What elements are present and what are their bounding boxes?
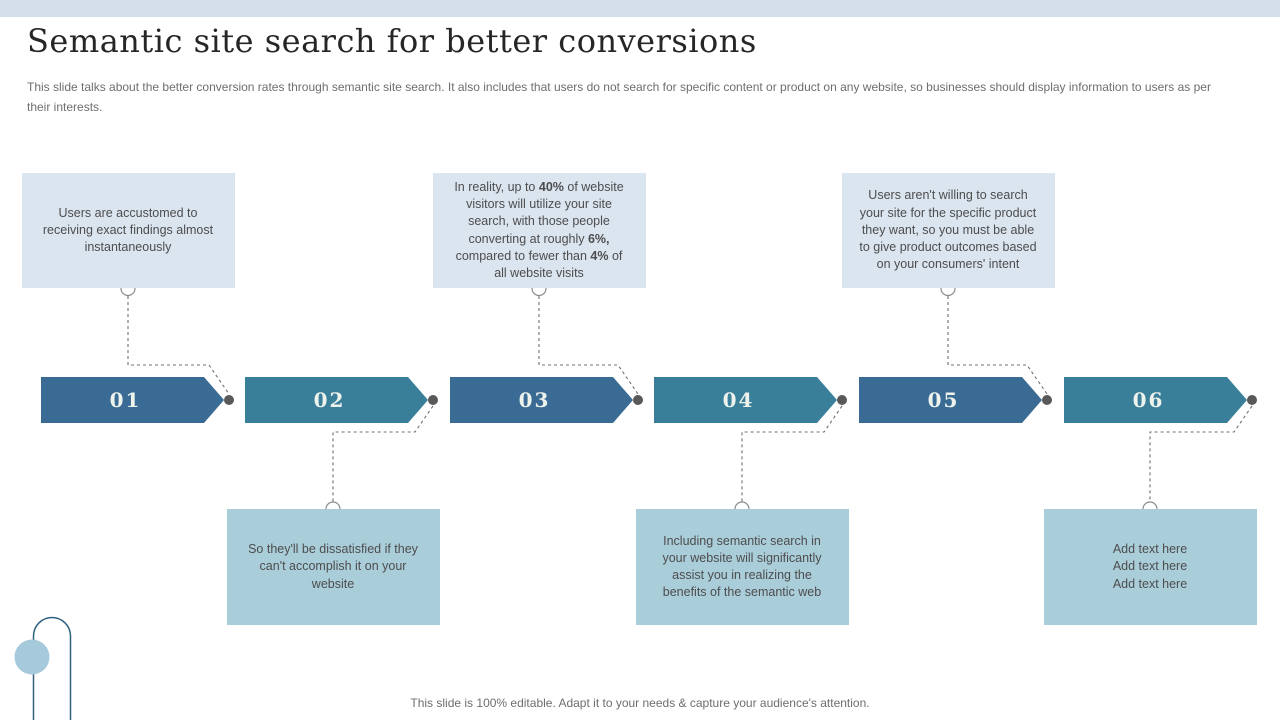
step-note-text: Add text here	[1112, 542, 1188, 557]
step-note-text: In reality, up to 40% of website visitor…	[454, 179, 624, 280]
step-number: 03	[518, 388, 551, 412]
step-note-text: Users aren't willing to search your site…	[859, 188, 1037, 272]
step-arrow-05[interactable]: 05	[859, 377, 1042, 423]
step-note-box-01[interactable]: Users are accustomed to receiving exact …	[21, 173, 235, 288]
step-note-text: So they'll be dissatisfied if they can't…	[248, 542, 418, 591]
step-arrow-02[interactable]: 02	[245, 377, 428, 423]
step-number: 04	[722, 388, 755, 412]
footer-note: This slide is 100% editable. Adapt it to…	[410, 696, 870, 710]
step-number: 06	[1132, 388, 1165, 412]
step-number: 05	[927, 388, 960, 412]
step-note-text: Add text here	[1112, 559, 1188, 574]
step-note-box-03[interactable]: In reality, up to 40% of website visitor…	[432, 173, 646, 288]
step-note-text: Add text here	[1112, 576, 1188, 591]
step-arrow-04[interactable]: 04	[654, 377, 837, 423]
top-accent-band	[0, 0, 1280, 17]
step-arrow-01[interactable]: 01	[41, 377, 224, 423]
step-arrow-06[interactable]: 06	[1064, 377, 1247, 423]
step-note-text: Users are accustomed to receiving exact …	[42, 205, 214, 255]
slide-subtitle: This slide talks about the better conver…	[27, 80, 1211, 114]
step-note-box-05[interactable]: Users aren't willing to search your site…	[841, 173, 1055, 288]
slide-title: Semantic site search for better conversi…	[27, 22, 757, 60]
step-note-box-04[interactable]: Including semantic search in your websit…	[635, 509, 849, 625]
step-note-box-02[interactable]: So they'll be dissatisfied if they can't…	[226, 509, 440, 625]
step-arrow-03[interactable]: 03	[450, 377, 633, 423]
step-note-text: Including semantic search in your websit…	[662, 533, 822, 600]
step-number: 02	[313, 388, 346, 412]
step-number: 01	[109, 388, 142, 412]
